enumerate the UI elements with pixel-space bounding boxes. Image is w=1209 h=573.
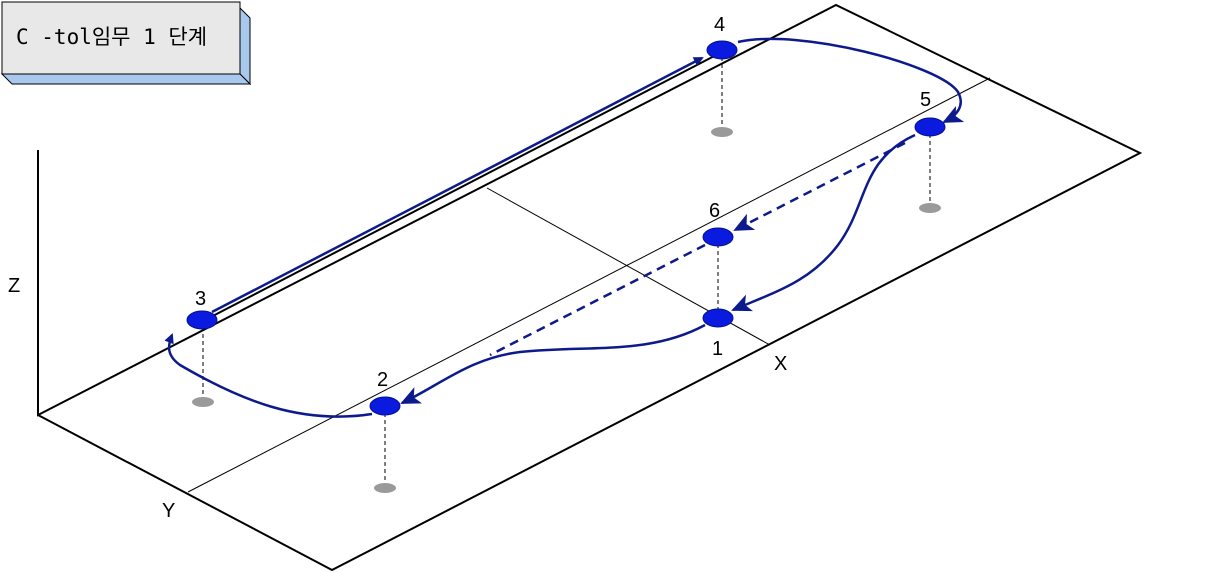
z-axis-label: Z [8,275,20,297]
y-axis-label: Y [162,500,175,522]
waypoint-5-label: 5 [920,89,931,111]
flight-paths [164,37,965,418]
waypoint-5[interactable] [914,117,946,137]
waypoint-3-label: 3 [195,288,206,310]
waypoint-1[interactable] [702,308,734,328]
waypoint-2-label: 2 [377,369,388,391]
altitude-lines [202,50,931,488]
x-axis-label: X [774,353,787,375]
waypoint-1-label: 1 [712,338,723,360]
waypoint-4-label: 4 [714,14,725,36]
ground-shadows [192,127,941,493]
waypoint-4[interactable] [706,40,738,60]
title-box: C -tol임무 1 단계 [0,1,252,86]
waypoint-6-label: 6 [709,200,720,222]
waypoint-2[interactable] [369,396,401,416]
waypoint-6[interactable] [702,227,734,247]
title-text: C -tol임무 1 단계 [16,25,207,49]
ground-plane [37,3,1143,572]
waypoint-3[interactable] [186,310,218,330]
